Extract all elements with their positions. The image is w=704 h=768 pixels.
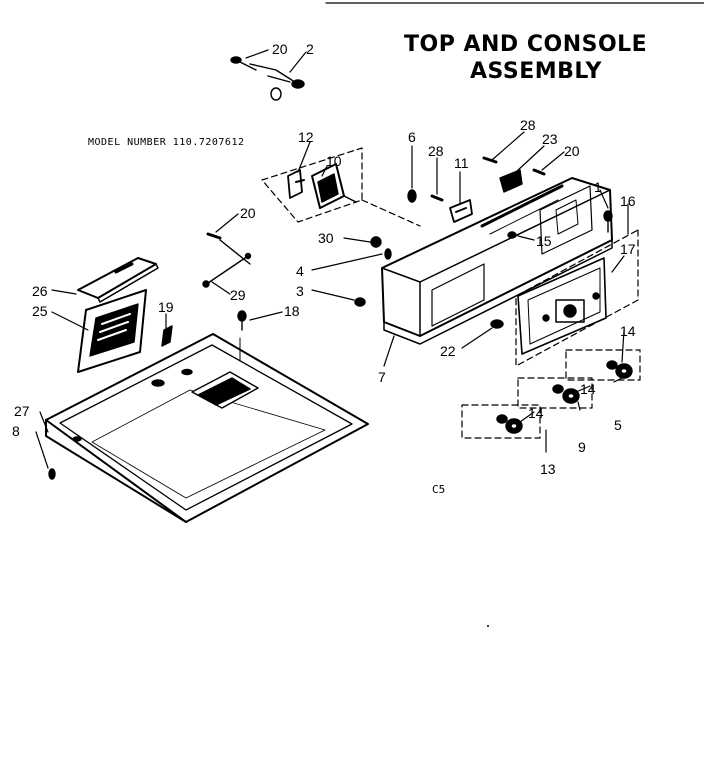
part-label-6: 6 — [408, 129, 416, 145]
part-label-group: 20 2 12 10 6 28 28 23 20 11 1 16 20 30 1… — [12, 41, 636, 477]
part-label-10: 10 — [326, 153, 342, 169]
part-label-14b: 14 — [580, 381, 596, 397]
part-label-13: 13 — [540, 461, 556, 477]
part-label-5: 5 — [614, 417, 622, 433]
switch-bracket-12 — [287, 169, 305, 199]
part-label-17: 17 — [620, 241, 636, 257]
part-label-22: 22 — [440, 343, 456, 359]
screw-18 — [237, 310, 247, 331]
part-label-7: 7 — [378, 369, 386, 385]
control-knob-5 — [606, 360, 633, 379]
diagram-title-line2: ASSEMBLY — [470, 59, 602, 84]
part-label-8: 8 — [12, 423, 20, 439]
screw-15 — [507, 231, 517, 239]
part-label-28b: 28 — [428, 143, 444, 159]
part-label-3: 3 — [296, 283, 304, 299]
control-panel — [517, 257, 607, 355]
clip-23 — [499, 169, 523, 193]
diagram-title-line1: TOP AND CONSOLE — [404, 32, 648, 57]
part-label-14a: 14 — [620, 323, 636, 339]
fastener-6 — [407, 189, 417, 203]
part-label-27: 27 — [14, 403, 30, 419]
part-label-18: 18 — [284, 303, 300, 319]
diagram-code: C5 — [432, 483, 446, 496]
screw-28-a — [482, 156, 498, 164]
clip-19 — [161, 325, 173, 347]
part-label-1: 1 — [594, 179, 602, 195]
part-label-11: 11 — [454, 155, 469, 171]
part-label-9: 9 — [578, 439, 586, 455]
wire-29 — [202, 239, 252, 288]
control-knob-13 — [496, 414, 523, 434]
console-backsplash — [381, 177, 613, 345]
control-knob-9 — [552, 384, 580, 404]
part-label-14c: 14 — [528, 405, 544, 421]
nut-3 — [354, 297, 366, 307]
plug-22 — [490, 319, 504, 329]
part-label-20a: 20 — [272, 41, 288, 57]
part-label-2: 2 — [306, 41, 314, 57]
top-lid-panel — [45, 333, 369, 523]
part-label-25: 25 — [32, 303, 48, 319]
leader-lines — [35, 49, 629, 469]
model-number: MODEL NUMBER 110.7207612 — [88, 137, 245, 148]
part-label-12: 12 — [298, 129, 314, 145]
screw-28-b — [430, 194, 444, 202]
lid-switch-10 — [311, 163, 357, 209]
part-label-4: 4 — [296, 263, 304, 279]
dashed-group-boxes — [261, 147, 641, 439]
bezel-panel-25 — [77, 289, 147, 373]
part-label-23: 23 — [542, 131, 558, 147]
screw-20-top — [230, 56, 257, 71]
part-label-29: 29 — [230, 287, 246, 303]
part-label-20b: 20 — [564, 143, 580, 159]
bezel-cover-26 — [77, 257, 159, 303]
screw-1 — [603, 210, 613, 233]
part-label-15: 15 — [536, 233, 552, 249]
part-label-19: 19 — [158, 299, 174, 315]
screw-20-right — [532, 168, 546, 176]
harness-2 — [249, 63, 305, 101]
bracket-11 — [449, 199, 473, 223]
nut-30 — [370, 236, 382, 248]
part-label-16: 16 — [620, 193, 636, 209]
part-label-28a: 28 — [520, 117, 536, 133]
screw-4 — [384, 248, 392, 260]
screw-8 — [48, 468, 56, 480]
part-label-20c: 20 — [240, 205, 256, 221]
screw-20-mid — [206, 232, 222, 240]
part-label-26: 26 — [32, 283, 48, 299]
part-label-30: 30 — [318, 230, 334, 246]
stray-dot — [487, 625, 489, 627]
